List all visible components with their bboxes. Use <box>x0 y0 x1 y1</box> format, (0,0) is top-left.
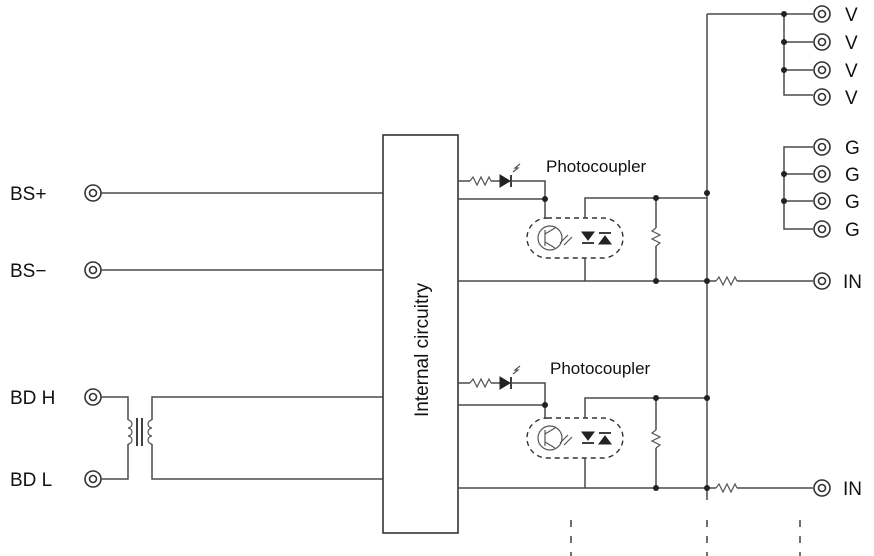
photocoupler-label-2: Photocoupler <box>550 359 651 378</box>
bs-minus-terminal <box>84 261 102 279</box>
g-terminal-1 <box>813 138 831 156</box>
g-label-3: G <box>845 192 860 213</box>
in-output-1 <box>704 275 813 287</box>
in-output-2 <box>704 482 813 494</box>
bd-h-terminal <box>84 388 102 406</box>
bs-plus-terminal <box>84 184 102 202</box>
g-label-2: G <box>845 165 860 186</box>
bs-minus-label: BS− <box>10 261 46 282</box>
bs-plus-label: BS+ <box>10 184 46 205</box>
v-terminal-2 <box>813 33 831 51</box>
g-terminal-3 <box>813 192 831 210</box>
bd-h-label: BD H <box>10 388 55 409</box>
g-bus <box>781 146 813 230</box>
v-label-2: V <box>845 33 858 54</box>
upper-photocoupler-section <box>458 163 707 284</box>
g-terminal-2 <box>813 165 831 183</box>
internal-circuitry-label: Internal circuitry <box>412 282 433 417</box>
photocoupler-label-1: Photocoupler <box>546 157 647 176</box>
v-bus <box>707 11 813 96</box>
lower-photocoupler-section <box>458 365 707 491</box>
in-label-1: IN <box>843 272 862 293</box>
v-terminal-4 <box>813 88 831 106</box>
g-label-4: G <box>845 220 860 241</box>
bd-l-label: BD L <box>10 470 52 491</box>
in-terminal-1 <box>813 272 831 290</box>
v-label-1: V <box>845 5 858 26</box>
in-terminal-2 <box>813 479 831 497</box>
v-terminal-3 <box>813 61 831 79</box>
v-label-3: V <box>845 61 858 82</box>
v-label-4: V <box>845 88 858 109</box>
bd-l-terminal <box>84 470 102 488</box>
v-terminal-1 <box>813 5 831 23</box>
transformer <box>101 396 383 480</box>
internal-circuitry-box <box>382 134 459 534</box>
g-terminal-4 <box>813 220 831 238</box>
in-label-2: IN <box>843 479 862 500</box>
g-label-1: G <box>845 138 860 159</box>
